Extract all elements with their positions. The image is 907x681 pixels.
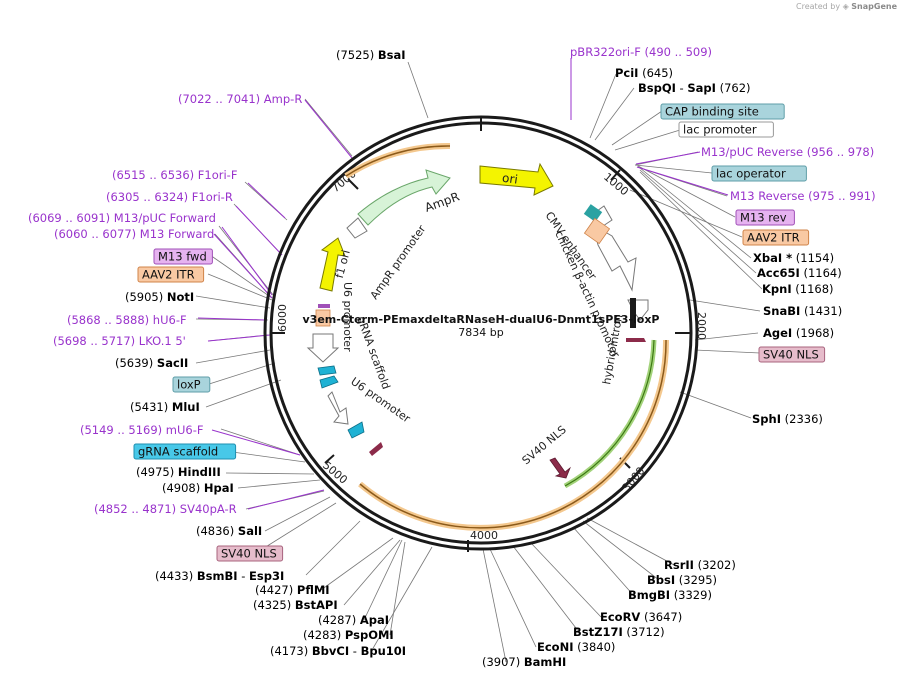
site-label-13: (4908) HpaI xyxy=(162,481,234,495)
ori-label: ori xyxy=(501,171,518,187)
site-label-9: (5639) SacII xyxy=(115,356,188,370)
feature-box-7: AAV2 ITR xyxy=(137,266,205,283)
sv40-nls-arc-core xyxy=(359,339,667,529)
tick-2000: 2000 xyxy=(695,312,708,340)
ampr-promoter-label: AmpR promoter xyxy=(368,222,429,301)
cas9-arc-core xyxy=(345,145,451,177)
snapgene-credit: Created by ◈ SnapGene xyxy=(796,2,897,11)
site-label-29: RsrII (3202) xyxy=(664,558,736,572)
site-label-16: (4427) PflMI xyxy=(255,583,330,597)
f1-ori-arrow: f1 ori xyxy=(319,237,353,292)
ampr-promoter-arrow: AmpR promoter xyxy=(346,217,429,302)
site-label-20: pBR322ori-F (490 .. 509) xyxy=(570,45,712,59)
u6-promoter-arrow-1: U6 promoter xyxy=(306,282,354,363)
svg-text:lac operator: lac operator xyxy=(716,167,786,181)
site-label-xbai: XbaI * (1154) xyxy=(753,251,834,265)
site-label-32: EcoRV (3647) xyxy=(600,610,682,624)
site-label-0: (7525) BsaI xyxy=(336,48,406,62)
site-label-4: (6069 .. 6091) M13/pUC Forward xyxy=(28,211,216,225)
site-label-11: (5149 .. 5169) mU6-F xyxy=(80,423,204,437)
chicken-actin-promoter-arrow: chicken β-actin promoter xyxy=(552,217,637,360)
pair-label-1: (4433) BsmBI - Esp3I xyxy=(155,569,284,583)
site-labels: (7525) BsaI (7022 .. 7041) Amp-R (6515 .. … xyxy=(28,45,876,669)
site-label-26: SnaBI (1431) xyxy=(763,304,842,318)
site-label-21: PciI (645) xyxy=(615,66,673,80)
site-label-18: (4287) ApaI xyxy=(318,613,389,627)
feature-box-4: AAV2 ITR xyxy=(742,229,810,246)
feature-box-2: lac operator xyxy=(711,165,807,182)
feature-box-5: SV40 NLS xyxy=(758,346,826,363)
site-label-6: (5905) NotI xyxy=(125,290,194,304)
feature-box-1: lac promoter xyxy=(678,121,774,138)
snapgene-icon: ◈ xyxy=(842,2,849,11)
svg-text:M13 rev: M13 rev xyxy=(740,211,787,225)
svg-text:SV40 NLS: SV40 NLS xyxy=(221,547,277,561)
tick-3000: 3000 xyxy=(620,464,648,494)
tick-6000: 6000 xyxy=(276,304,289,332)
site-label-5: (6060 .. 6077) M13 Forward xyxy=(54,227,214,241)
plasmid-size: 7834 bp xyxy=(458,326,503,339)
site-label-30: BbsI (3295) xyxy=(647,573,717,587)
site-label-10: (5431) MluI xyxy=(130,400,200,414)
site-label-25: KpnI (1168) xyxy=(762,282,834,296)
feature-box-9: gRNA scaffold xyxy=(133,443,237,460)
site-label-14: (4852 .. 4871) SV40pA-R xyxy=(94,502,237,516)
small-features xyxy=(315,304,646,456)
svg-text:SV40 NLS: SV40 NLS xyxy=(763,348,819,362)
svg-text:AAV2 ITR: AAV2 ITR xyxy=(142,268,195,282)
primer-leaders xyxy=(197,58,729,510)
svg-text:CAP binding site: CAP binding site xyxy=(665,105,759,119)
site-label-34: EcoNI (3840) xyxy=(537,640,615,654)
tick-labels: 1000 2000 3000 4000 5000 6000 7000 xyxy=(276,167,708,542)
feature-box-3: M13 rev xyxy=(735,209,795,226)
tick-4000: 4000 xyxy=(470,529,498,542)
site-label-15: (4836) SalI xyxy=(196,524,262,538)
svg-text:loxP: loxP xyxy=(177,378,201,392)
feature-box-6: M13 fwd xyxy=(153,248,213,265)
credit-brand: SnapGene xyxy=(851,2,897,11)
site-label-1: (7022 .. 7041) Amp-R xyxy=(178,92,302,106)
feature-box-0: CAP binding site xyxy=(660,103,785,120)
site-label-35: (3907) BamHI xyxy=(482,655,566,669)
svg-text:M13 fwd: M13 fwd xyxy=(158,250,207,264)
site-label-33: BstZ17I (3712) xyxy=(573,625,665,639)
site-label-27: AgeI (1968) xyxy=(763,326,834,340)
site-label-24: Acc65I (1164) xyxy=(757,266,842,280)
pair-label-2: (4173) BbvCI - Bpu10I xyxy=(270,644,406,658)
ampr-arrow: AmpR xyxy=(357,169,461,226)
site-label-28: SphI (2336) xyxy=(752,412,823,426)
site-label-22: M13/pUC Reverse (956 .. 978) xyxy=(701,145,874,159)
site-label-7: (5868 .. 5888) hU6-F xyxy=(67,313,187,327)
site-label-23: M13 Reverse (975 .. 991) xyxy=(730,189,876,203)
svg-text:gRNA scaffold: gRNA scaffold xyxy=(138,445,218,459)
site-label-3: (6305 .. 6324) F1ori-R xyxy=(106,190,233,204)
credit-prefix: Created by xyxy=(796,2,841,11)
ampr-label: AmpR xyxy=(423,189,461,214)
feature-box-10: SV40 NLS xyxy=(216,545,284,562)
site-label-2: (6515 .. 6536) F1ori-F xyxy=(112,168,237,182)
ori-arrow: ori xyxy=(479,162,554,196)
feature-box-8: loxP xyxy=(172,376,211,393)
pair-label-0: BspQI - SapI (762) xyxy=(638,81,751,95)
sv40-nls-arrow: SV40 NLS xyxy=(520,423,571,479)
site-label-12: (4975) HindIII xyxy=(136,465,221,479)
site-label-8: (5698 .. 5717) LKO.1 5' xyxy=(53,334,186,348)
sv40-nls-label: SV40 NLS xyxy=(520,423,569,467)
sv40-nls-green-core xyxy=(564,339,655,487)
plasmid-name: v3em-Cterm-PEmaxdeltaRNaseH-dualU6-Dnmt1… xyxy=(303,313,660,326)
feature-boxes: CAP binding site lac promoter lac operator… xyxy=(133,103,826,562)
u6-promoter-label-1: U6 promoter xyxy=(341,282,354,352)
svg-text:lac promoter: lac promoter xyxy=(683,123,757,137)
site-label-17: (4325) BstAPI xyxy=(253,598,338,612)
svg-text:AAV2 ITR: AAV2 ITR xyxy=(747,231,800,245)
site-label-31: BmgBI (3329) xyxy=(628,588,712,602)
site-label-19: (4283) PspOMI xyxy=(303,628,394,642)
u6-promoter-arrow-2: U6 promoter xyxy=(327,375,413,439)
